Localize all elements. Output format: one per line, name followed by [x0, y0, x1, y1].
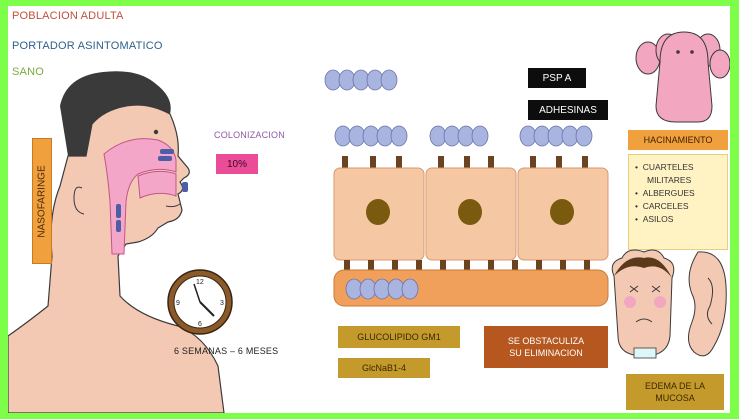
psp-a-label: PSP A	[528, 68, 586, 88]
nasofaringe-text: NASOFARINGE	[37, 165, 48, 237]
edema-line2: MUCOSA	[655, 392, 695, 404]
bacteria-top	[325, 70, 397, 90]
adhesinas-label: ADHESINAS	[528, 100, 608, 120]
nasofaringe-label: NASOFARINGE	[32, 138, 52, 264]
obstaculiza-line2: SU ELIMINACION	[509, 347, 583, 359]
colonizacion-label: COLONIZACION	[214, 130, 285, 140]
obstaculiza-line1: SE OBSTACULIZA	[508, 335, 584, 347]
list-item-albergues: • ALBERGUES	[635, 187, 723, 200]
duration-label: 6 SEMANAS – 6 MESES	[174, 346, 278, 356]
list-item-carceles: • CARCELES	[635, 200, 723, 213]
edema-label: EDEMA DE LA MUCOSA	[626, 374, 724, 410]
percent-badge: 10%	[216, 154, 258, 174]
list-item-militares: MILITARES	[635, 174, 723, 187]
diagram-canvas: POBLACION ADULTA PORTADOR ASINTOMATICO S…	[8, 6, 730, 413]
edema-line1: EDEMA DE LA	[645, 380, 705, 392]
obstaculiza-label: SE OBSTACULIZA SU ELIMINACION	[484, 326, 608, 368]
list-item-cuarteles: • CUARTELES	[635, 161, 723, 174]
hacinamiento-label: HACINAMIENTO	[628, 130, 728, 150]
hacinamiento-list: • CUARTELES MILITARES • ALBERGUES • CARC…	[628, 154, 728, 250]
list-item-asilos: • ASILOS	[635, 213, 723, 226]
glucolipido-label: GLUCOLIPIDO GM1	[338, 326, 460, 348]
glcnac-label: GlcNaB1-4	[338, 358, 430, 378]
